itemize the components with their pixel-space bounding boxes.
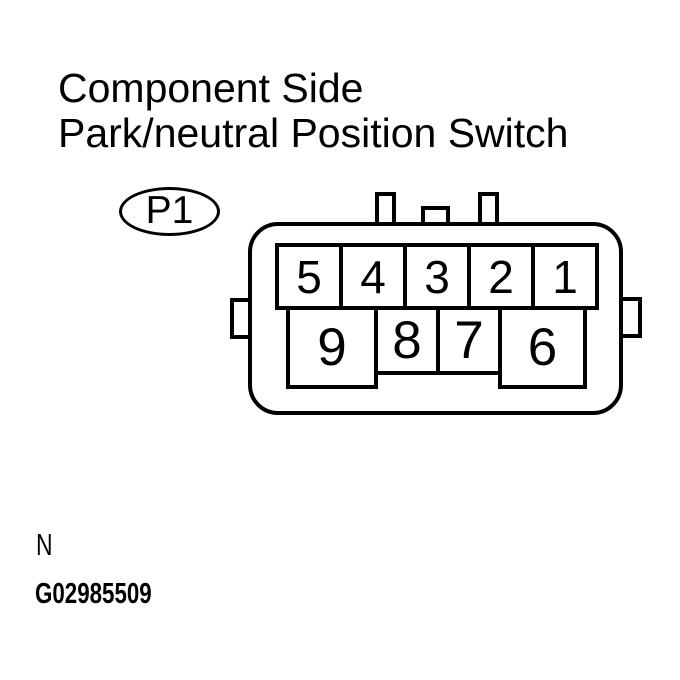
pin-2: 2 xyxy=(467,243,535,310)
pin-5: 5 xyxy=(275,243,343,310)
connector-label: P1 xyxy=(145,188,194,232)
pin-8: 8 xyxy=(374,306,440,375)
pin-9: 9 xyxy=(286,306,378,389)
diagram-title: Component Side Park/neutral Position Swi… xyxy=(58,66,568,156)
title-line1: Component Side xyxy=(58,65,364,111)
pin-6: 6 xyxy=(498,306,587,389)
pin-4: 4 xyxy=(339,243,407,310)
pin-7: 7 xyxy=(436,306,502,375)
connector-callout-ellipse: P1 xyxy=(119,187,220,236)
pin-3: 3 xyxy=(403,243,471,310)
gear-position-label: N xyxy=(36,527,53,562)
title-line2: Park/neutral Position Switch xyxy=(58,110,569,156)
figure-id-label: G02985509 xyxy=(35,578,152,610)
pin-1: 1 xyxy=(531,243,599,310)
